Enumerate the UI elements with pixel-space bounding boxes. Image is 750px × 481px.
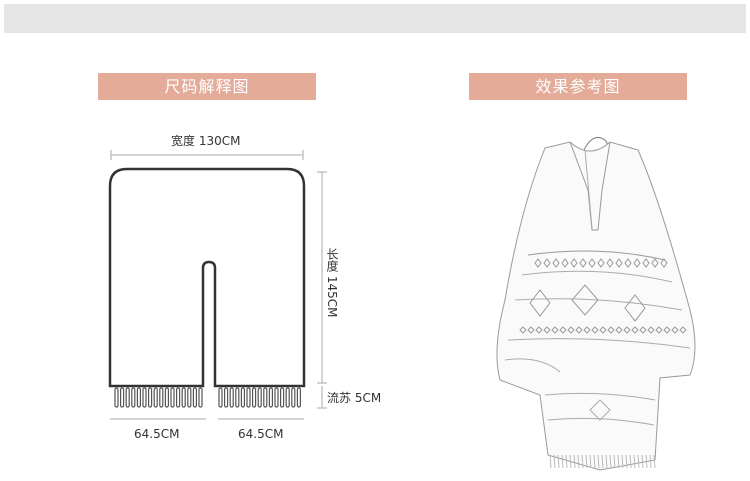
left-half-width-label: 64.5CM	[134, 427, 180, 441]
reference-header: 效果参考图	[469, 73, 687, 100]
tassel-fringe	[114, 387, 301, 408]
right-half-width-label: 64.5CM	[238, 427, 284, 441]
width-label: 宽度 130CM	[171, 134, 241, 148]
length-label: 长度 145CM	[325, 248, 339, 318]
size-chart-header: 尺码解释图	[98, 73, 316, 100]
shawl-outline	[108, 167, 306, 388]
tassel-label: 流苏 5CM	[327, 391, 382, 405]
poncho-sketch-illustration	[496, 137, 696, 471]
top-bar	[4, 4, 746, 33]
